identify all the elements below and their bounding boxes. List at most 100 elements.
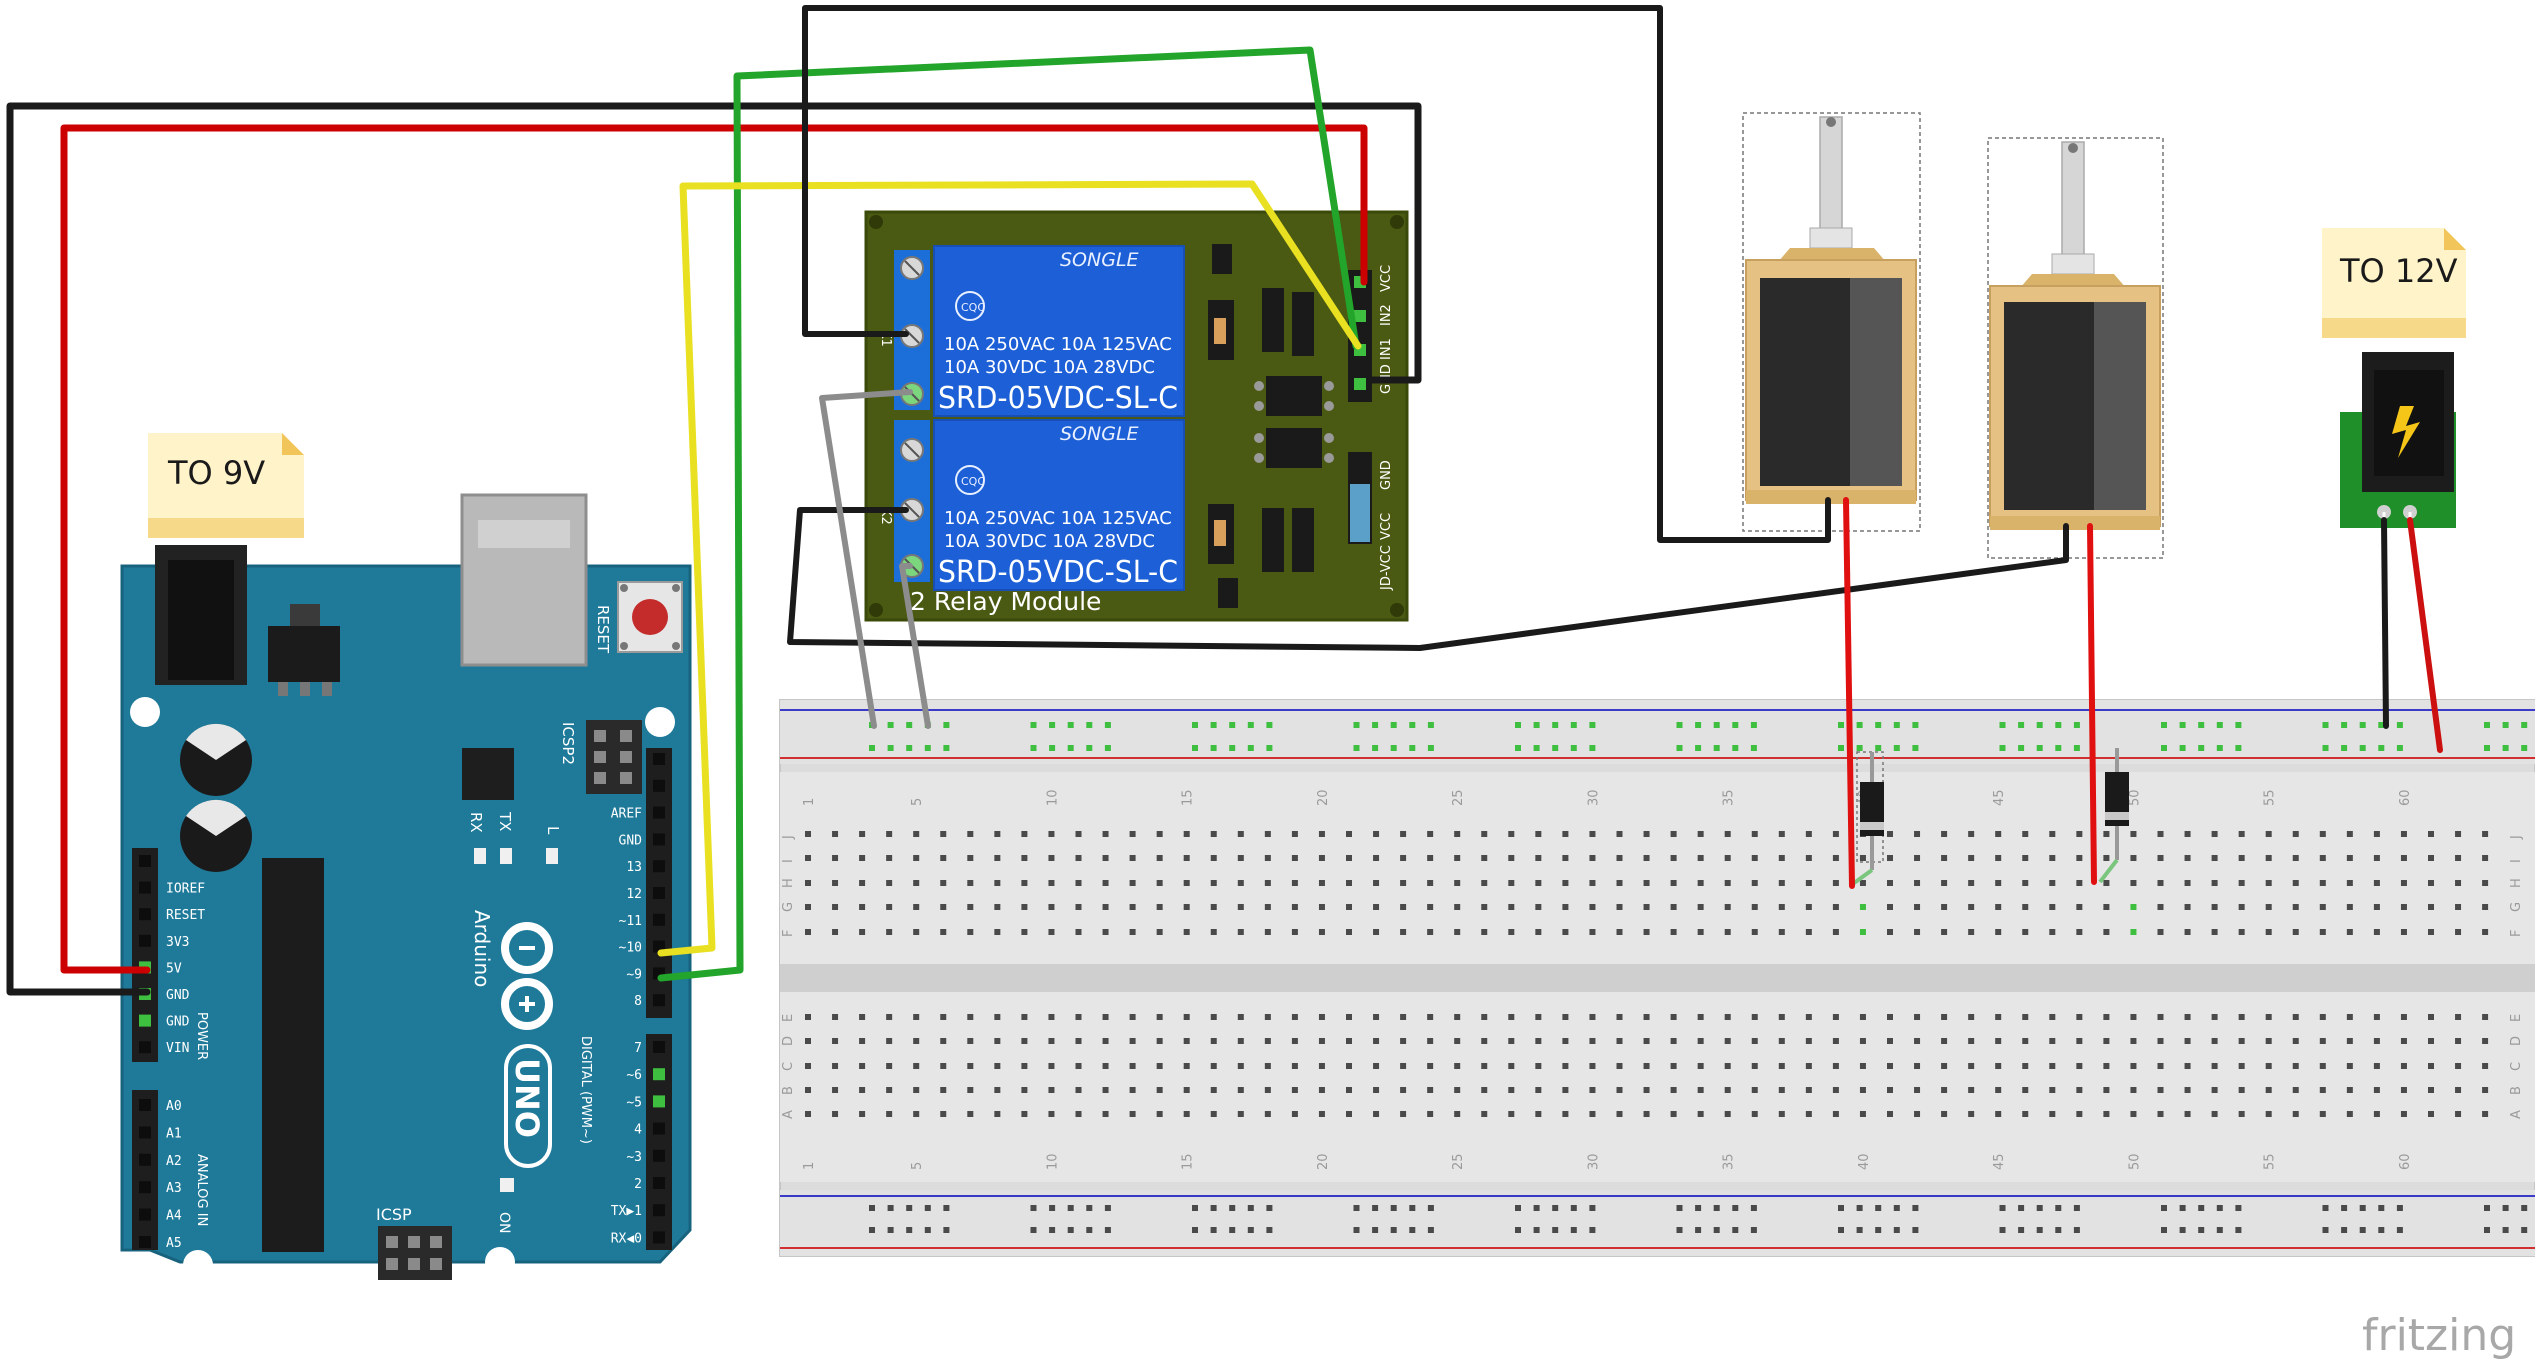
column-number: 25	[1451, 1153, 1466, 1170]
column-number: 25	[1451, 789, 1466, 806]
power-pin-label: VIN	[166, 1041, 189, 1056]
column-number: 20	[1316, 1153, 1331, 1170]
l-led-label: L	[544, 826, 562, 835]
digital-pin-label: 2	[634, 1177, 642, 1192]
relay-jumper-label: VCC	[1379, 513, 1394, 540]
wire-relay-k1-breadboard	[819, 389, 913, 729]
digital-pin-label: AREF	[611, 807, 642, 822]
header-pin	[653, 887, 665, 899]
column-number: 50	[2127, 1153, 2142, 1170]
column-number: 20	[1316, 789, 1331, 806]
digital-pin-label: GND	[619, 833, 643, 848]
header-pin	[653, 1068, 665, 1081]
solenoid-2	[1987, 137, 2164, 559]
column-number: 1	[802, 1162, 817, 1170]
header-pin	[139, 1236, 151, 1248]
relay-k1: SONGLE CQC 10A 250VAC 10A 125VAC 10A 30V…	[933, 245, 1185, 417]
column-number: 60	[2398, 1153, 2413, 1170]
svg-text:10A 30VDC 10A 28VDC: 10A 30VDC 10A 28VDC	[944, 531, 1155, 552]
header-pin	[139, 881, 151, 894]
header-pin	[139, 1014, 151, 1027]
tx-label: TX	[496, 811, 514, 831]
optocoupler	[1266, 428, 1322, 468]
power-pin-label: IOREF	[166, 882, 205, 897]
row-letter: D	[2509, 1036, 2524, 1046]
header-pin	[653, 806, 665, 819]
relay-module: SONGLE CQC 10A 250VAC 10A 125VAC 10A 30V…	[864, 210, 1409, 622]
column-number: 5	[910, 798, 925, 806]
svg-text:10A 30VDC 10A 28VDC: 10A 30VDC 10A 28VDC	[944, 357, 1155, 378]
svg-text:CQC: CQC	[961, 475, 985, 488]
on-label: ON	[496, 1212, 512, 1234]
analog-pin-label: A2	[166, 1154, 182, 1169]
row-letter: B	[2509, 1086, 2524, 1095]
header-pin	[653, 1149, 665, 1162]
column-number: 55	[2263, 1153, 2278, 1170]
arduino-logo	[501, 922, 553, 1030]
column-number: 55	[2263, 789, 2278, 806]
analog-pin-label: A5	[166, 1236, 182, 1251]
row-letter: A	[781, 1110, 796, 1119]
digital-pin-label: 4	[634, 1123, 642, 1138]
power-header	[132, 848, 158, 1062]
power-pin-label: 3V3	[166, 935, 189, 950]
header-pin	[139, 1041, 151, 1054]
uno-logo: UNO	[504, 1044, 552, 1168]
row-letter: G	[781, 902, 796, 912]
digital-pin-label: ~11	[619, 914, 642, 929]
digital-pin-label: ~10	[619, 941, 642, 956]
wire-12v-gnd	[2381, 517, 2389, 729]
fritzing-watermark: fritzing	[2362, 1310, 2516, 1361]
digital-header-bottom	[646, 1034, 672, 1250]
row-letter: F	[781, 930, 796, 937]
power-pin-label: RESET	[166, 908, 205, 923]
row-letter: I	[781, 859, 796, 863]
digital-pin-label: ~3	[626, 1150, 642, 1165]
reset-label: RESET	[594, 605, 612, 654]
column-number: 15	[1181, 789, 1196, 806]
column-number: 15	[1181, 1153, 1196, 1170]
icsp-header	[378, 1226, 452, 1280]
row-letter: C	[2509, 1062, 2524, 1071]
wire-gnd-arduino-relay	[6, 102, 1422, 996]
diode-1	[1848, 751, 1884, 888]
column-number: 40	[1857, 1153, 1872, 1170]
row-letter: D	[781, 1036, 796, 1046]
note-12v-text: TO 12V	[2339, 252, 2458, 290]
wire-pin10-relay-in2	[657, 180, 1362, 957]
digital-pin-label: ~9	[626, 967, 642, 982]
solenoid-1	[1742, 112, 1921, 532]
relay-pin-label: VCC	[1379, 265, 1394, 292]
header-pin	[139, 1099, 151, 1111]
header-pin	[139, 1208, 151, 1221]
row-letter: G	[2509, 902, 2524, 912]
wire-5v-arduino-relay	[60, 124, 1368, 974]
header-pin	[653, 1122, 665, 1135]
wire-solenoid-2-red	[2087, 523, 2097, 885]
header-pin	[653, 779, 665, 792]
voltage-regulator	[268, 626, 340, 682]
relay-jumper-label: JD-VCC	[1379, 545, 1394, 591]
header-pin	[653, 994, 665, 1007]
reset-button[interactable]	[617, 581, 683, 653]
note-9v-text: TO 9V	[167, 454, 265, 492]
column-number: 1	[802, 798, 817, 806]
relay-k2: SONGLE CQC 10A 250VAC 10A 125VAC 10A 30V…	[933, 419, 1185, 591]
arduino-brand: Arduino	[470, 910, 494, 987]
header-pin	[653, 1041, 665, 1053]
header-pin	[1354, 378, 1366, 390]
row-letter: B	[781, 1086, 796, 1095]
wire-relay-k2-solenoid-2	[787, 507, 2069, 651]
header-pin	[653, 833, 665, 846]
rx-label: RX	[467, 812, 485, 833]
header-pin	[139, 1181, 151, 1194]
column-number: 35	[1722, 789, 1737, 806]
header-pin	[653, 1231, 665, 1244]
row-letter: E	[781, 1014, 796, 1022]
svg-text:SONGLE: SONGLE	[1060, 249, 1139, 271]
row-letter: J	[781, 835, 796, 840]
header-pin	[653, 1177, 665, 1189]
analog-pin-label: A3	[166, 1181, 182, 1196]
svg-text:UNO: UNO	[508, 1058, 546, 1138]
